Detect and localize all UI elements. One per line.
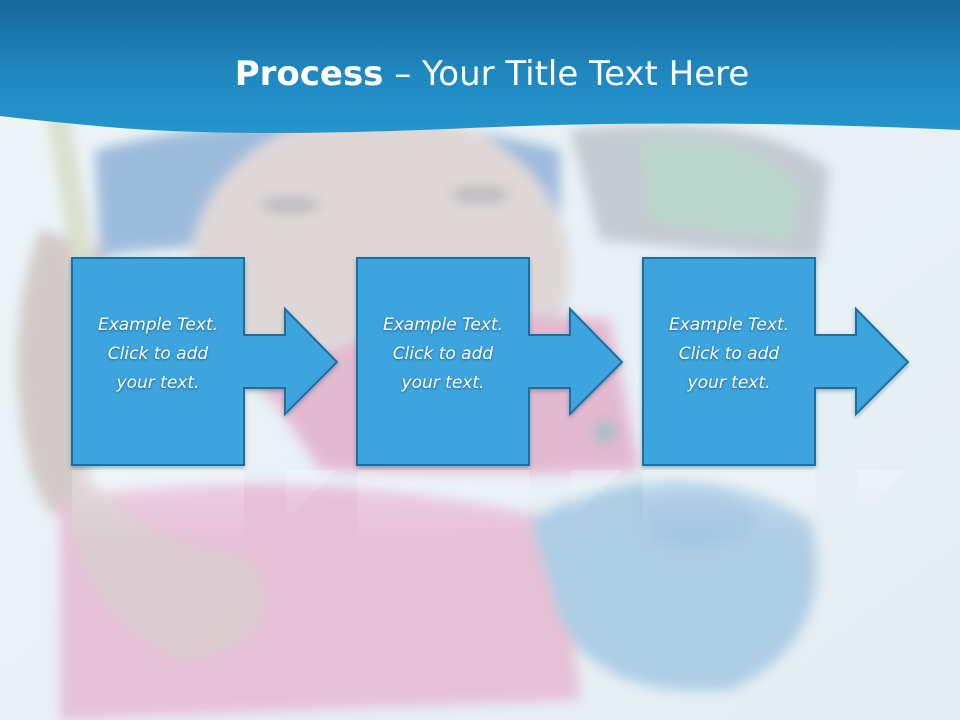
step-text-line: your text. [116, 373, 200, 393]
step-text-line: Example Text. [668, 315, 790, 335]
header-band [0, 0, 960, 133]
step-text-line: Example Text. [97, 315, 219, 335]
step-text-line: Click to add [392, 344, 494, 364]
title-rest: – Your Title Text Here [383, 54, 750, 94]
step-text-line: your text. [687, 373, 771, 393]
step-1-text[interactable]: Example Text. Click to add your text. [72, 311, 244, 398]
step-text-line: your text. [401, 373, 485, 393]
step-3-text[interactable]: Example Text. Click to add your text. [643, 311, 815, 398]
process-step-1[interactable] [71, 257, 339, 540]
step-text-line: Click to add [678, 344, 780, 364]
page-title[interactable]: Process – Your Title Text Here [0, 52, 960, 96]
step-text-line: Click to add [107, 344, 209, 364]
step-text-line: Example Text. [382, 315, 504, 335]
process-step-3[interactable] [642, 257, 910, 540]
process-step-2[interactable] [356, 257, 624, 540]
title-bold: Process [234, 54, 384, 94]
step-2-text[interactable]: Example Text. Click to add your text. [357, 311, 529, 398]
